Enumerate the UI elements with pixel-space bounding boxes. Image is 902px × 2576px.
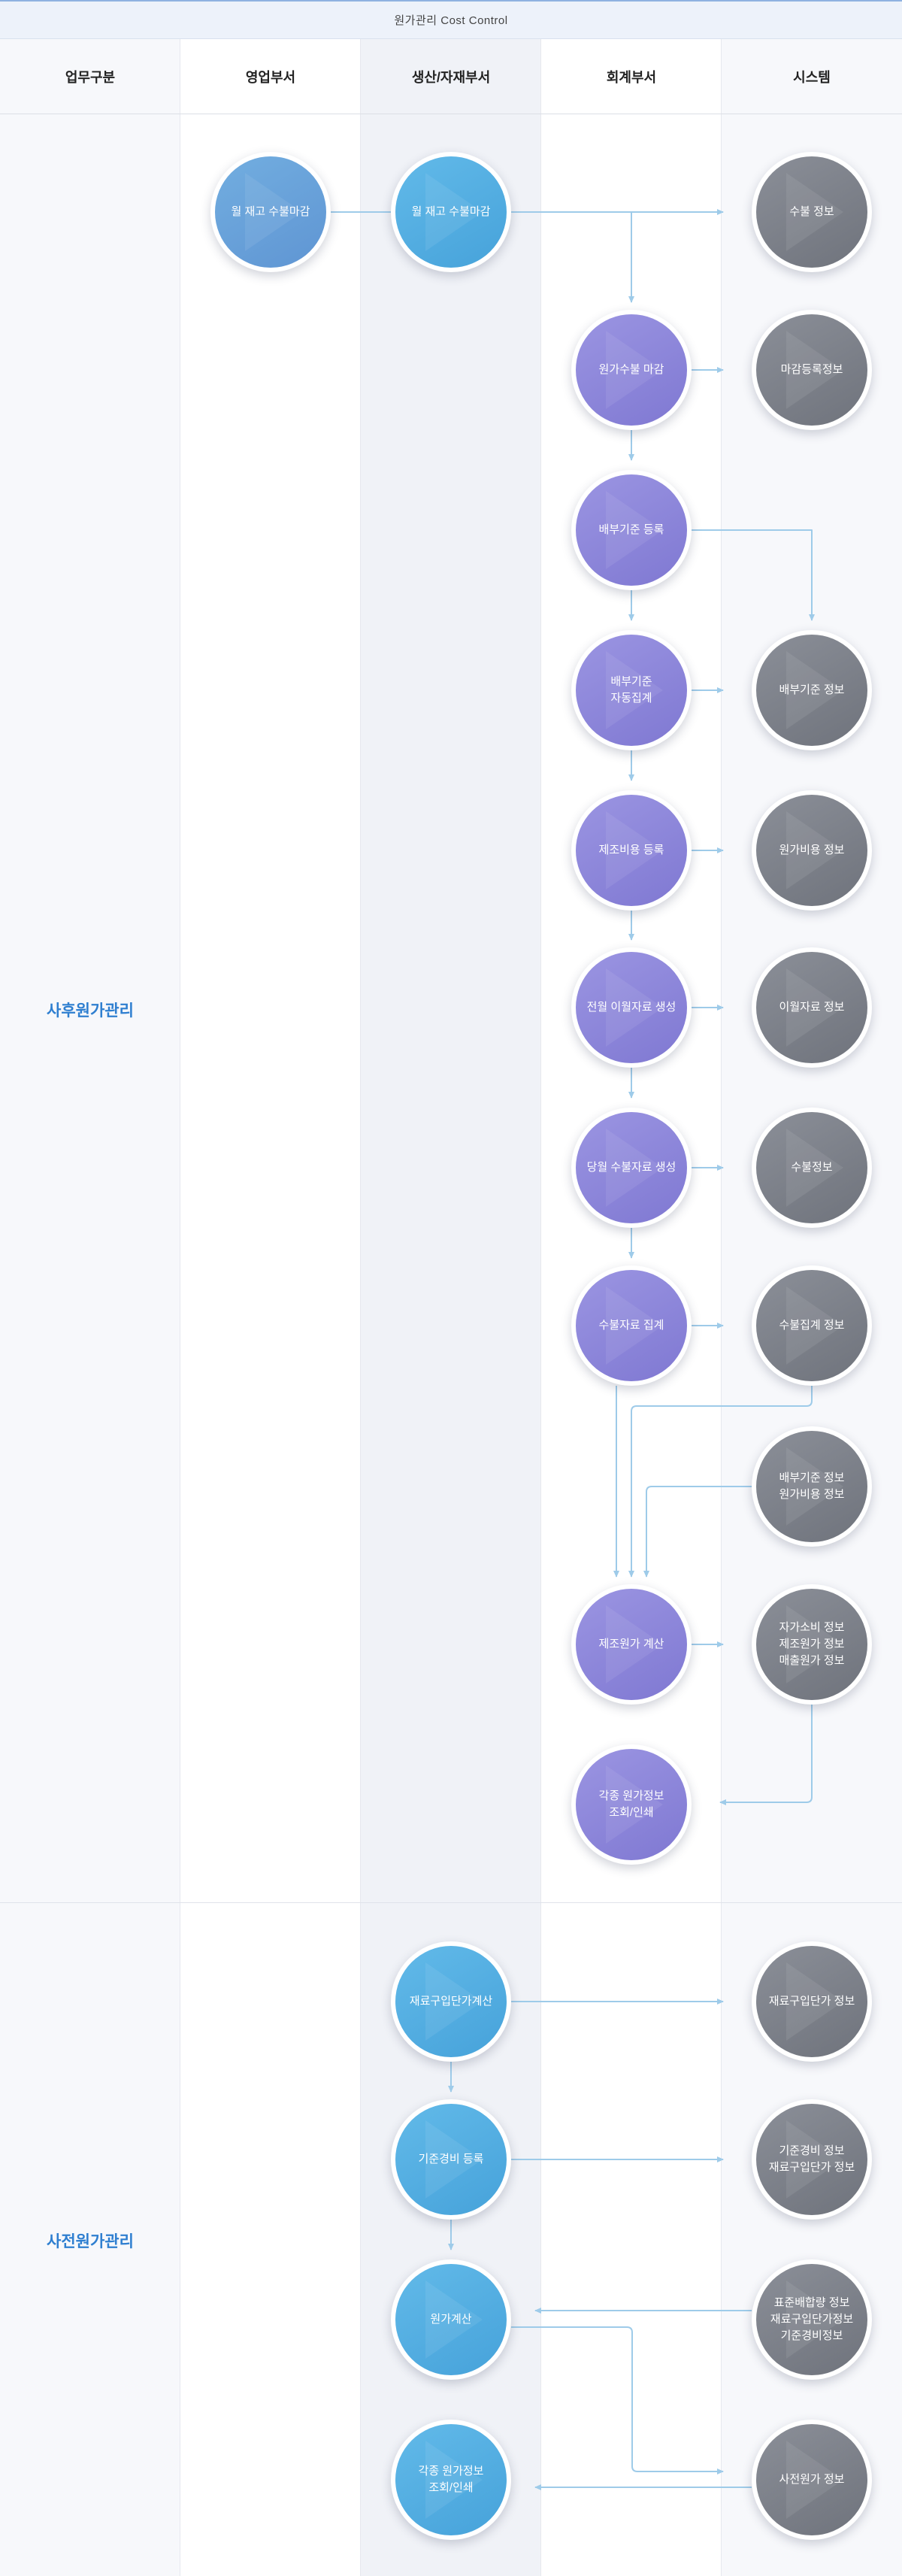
node-allocation-auto-aggregate: 배부기준 자동집계	[571, 630, 692, 750]
node-label: 이월자료 정보	[779, 1001, 845, 1014]
node-label: 배부기준 정보	[779, 683, 845, 697]
column-header-system: 시스템	[793, 70, 831, 85]
node-system-standard-expense-info: 기준경비 정보 재료구입단가 정보	[752, 2099, 872, 2220]
column-divider	[540, 39, 541, 2576]
node-production-monthly-close: 월 재고 수불마감	[391, 152, 511, 272]
node-sales-monthly-close: 월 재고 수불마감	[210, 152, 331, 272]
node-label: 재료구입단가 정보	[768, 1995, 855, 2008]
node-label: 자가소비 정보 제조원가 정보 매출원가 정보	[779, 1621, 845, 1667]
connector	[692, 529, 815, 621]
section-label-pre-cost: 사전원가관리	[47, 2233, 134, 2250]
node-label: 원가수불 마감	[598, 363, 664, 377]
section-label-post-cost: 사후원가관리	[47, 1002, 134, 1020]
node-post-cost-query-print: 각종 원가정보 조회/인쇄	[571, 1744, 692, 1865]
node-cost-subul-close: 원가수불 마감	[571, 310, 692, 430]
connector	[511, 211, 634, 303]
node-cost-calculation: 원가계산	[391, 2259, 511, 2380]
node-label: 각종 원가정보 조회/인쇄	[418, 2465, 484, 2494]
node-system-cost-result-info: 자가소비 정보 제조원가 정보 매출원가 정보	[752, 1584, 872, 1705]
node-label: 수불 정보	[789, 205, 834, 219]
node-label: 제조비용 등록	[598, 844, 664, 857]
node-label: 재료구입단가계산	[409, 1995, 493, 2008]
node-manufacturing-cost-registration: 제조비용 등록	[571, 790, 692, 911]
node-system-subul-info: 수불 정보	[752, 152, 872, 272]
node-label: 수불집계 정보	[779, 1319, 845, 1332]
section-separator	[0, 1902, 902, 1903]
node-system-subul-aggregate-info: 수불집계 정보	[752, 1265, 872, 1386]
node-system-subul-info-2: 수불정보	[752, 1108, 872, 1228]
diagram-title: 원가관리 Cost Control	[0, 0, 902, 39]
column-bg-category	[0, 39, 180, 2576]
node-label: 마감등록정보	[780, 363, 843, 377]
node-current-month-subul: 당월 수불자료 생성	[571, 1108, 692, 1228]
node-manufacturing-cost-calc: 제조원가 계산	[571, 1584, 692, 1705]
node-system-cost-expense-info: 원가비용 정보	[752, 790, 872, 911]
column-bg-sales	[180, 39, 361, 2576]
node-system-pre-cost-info: 사전원가 정보	[752, 2420, 872, 2540]
connector	[628, 1386, 813, 1577]
column-header-production: 생산/자재부서	[411, 70, 491, 85]
node-label: 원가계산	[430, 2313, 472, 2326]
node-label: 사전원가 정보	[779, 2473, 845, 2487]
node-label: 전월 이월자료 생성	[586, 1001, 676, 1014]
column-divider	[360, 39, 361, 2576]
column-header-sales: 영업부서	[245, 70, 296, 85]
node-label: 기준경비 등록	[418, 2153, 484, 2166]
column-divider	[721, 39, 722, 2576]
node-label: 제조원가 계산	[598, 1638, 664, 1651]
connector	[643, 1486, 752, 1577]
node-system-standard-mix-info: 표준배합량 정보 재료구입단가정보 기준경비정보	[752, 2259, 872, 2380]
node-label: 기준경비 정보 재료구입단가 정보	[768, 2144, 855, 2174]
node-label: 배부기준 등록	[598, 523, 664, 537]
node-system-allocation-info: 배부기준 정보	[752, 630, 872, 750]
column-header-category: 업무구분	[65, 70, 116, 85]
node-label: 각종 원가정보 조회/인쇄	[598, 1790, 664, 1819]
node-system-close-registration: 마감등록정보	[752, 310, 872, 430]
node-label: 표준배합량 정보 재료구입단가정보 기준경비정보	[770, 2296, 854, 2342]
node-label: 수불정보	[791, 1161, 833, 1174]
node-standard-expense-registration: 기준경비 등록	[391, 2099, 511, 2220]
node-prev-month-carryover: 전월 이월자료 생성	[571, 947, 692, 1068]
node-system-material-price-info: 재료구입단가 정보	[752, 1941, 872, 2062]
node-material-price-calc: 재료구입단가계산	[391, 1941, 511, 2062]
node-label: 원가비용 정보	[779, 844, 845, 857]
node-subul-aggregate: 수불자료 집계	[571, 1265, 692, 1386]
node-label: 배부기준 정보 원가비용 정보	[779, 1471, 845, 1501]
node-system-carryover-info: 이월자료 정보	[752, 947, 872, 1068]
node-label: 배부기준 자동집계	[610, 675, 652, 705]
node-allocation-registration: 배부기준 등록	[571, 470, 692, 590]
column-header-accounting: 회계부서	[606, 70, 657, 85]
node-pre-cost-query-print: 각종 원가정보 조회/인쇄	[391, 2420, 511, 2540]
column-header-row: 업무구분 영업부서 생산/자재부서 회계부서 시스템	[0, 39, 902, 114]
connector	[719, 1705, 813, 1805]
node-label: 월 재고 수불마감	[411, 205, 491, 219]
node-label: 수불자료 집계	[598, 1319, 664, 1332]
connector	[511, 2326, 724, 2474]
node-system-allocation-cost-info: 배부기준 정보 원가비용 정보	[752, 1426, 872, 1547]
node-label: 당월 수불자료 생성	[586, 1161, 676, 1174]
node-label: 월 재고 수불마감	[231, 205, 310, 219]
